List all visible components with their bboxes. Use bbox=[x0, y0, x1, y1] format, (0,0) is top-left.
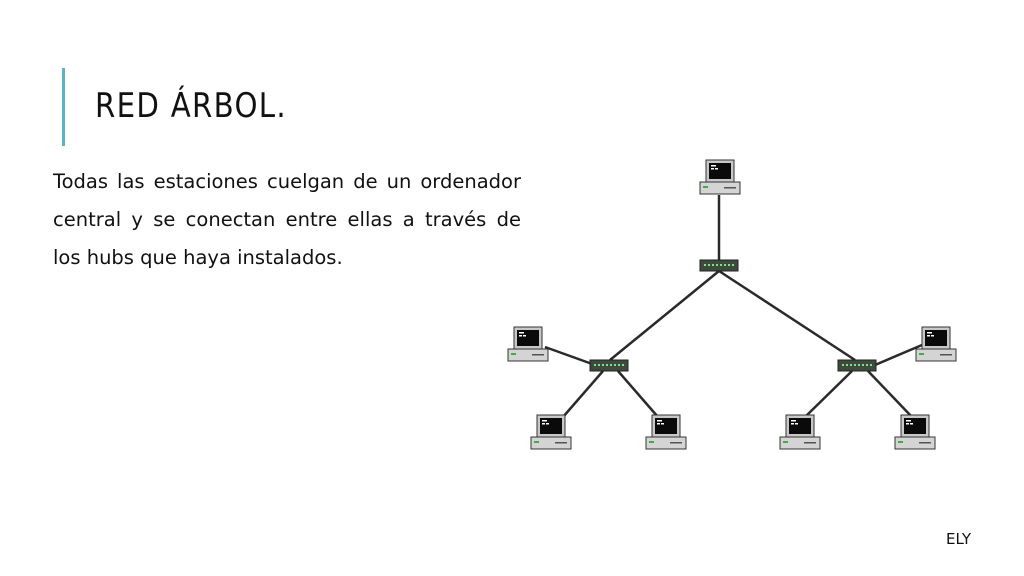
central-computer-icon bbox=[699, 159, 741, 195]
hub-left-icon bbox=[589, 359, 629, 372]
computer-right-outer-icon bbox=[915, 326, 957, 362]
computer-right-bottom-1-icon bbox=[779, 414, 821, 450]
link-left-hub-to-bottom-1 bbox=[562, 370, 604, 418]
title-accent-bar bbox=[62, 68, 65, 146]
link-right-hub-to-outer bbox=[874, 343, 923, 367]
link-left-hub-to-bottom-2 bbox=[617, 370, 659, 418]
footer-label: ELY bbox=[946, 530, 972, 548]
link-root-to-right-hub bbox=[718, 269, 856, 362]
slide-title: RED ÁRBOL. bbox=[95, 86, 287, 126]
computer-right-bottom-2-icon bbox=[894, 414, 936, 450]
computer-left-bottom-1-icon bbox=[530, 414, 572, 450]
hub-root-icon bbox=[699, 259, 739, 272]
computer-left-bottom-2-icon bbox=[645, 414, 687, 450]
link-left-hub-to-outer bbox=[544, 345, 596, 367]
hub-right-icon bbox=[837, 359, 877, 372]
tree-network-diagram bbox=[507, 159, 957, 450]
slide-body-text: Todas las estaciones cuelgan de un orden… bbox=[53, 170, 521, 269]
link-right-hub-to-bottom-1 bbox=[804, 370, 853, 418]
link-right-hub-to-bottom-2 bbox=[867, 370, 913, 418]
link-root-to-left-hub bbox=[609, 270, 720, 361]
computer-left-outer-icon bbox=[507, 326, 549, 362]
